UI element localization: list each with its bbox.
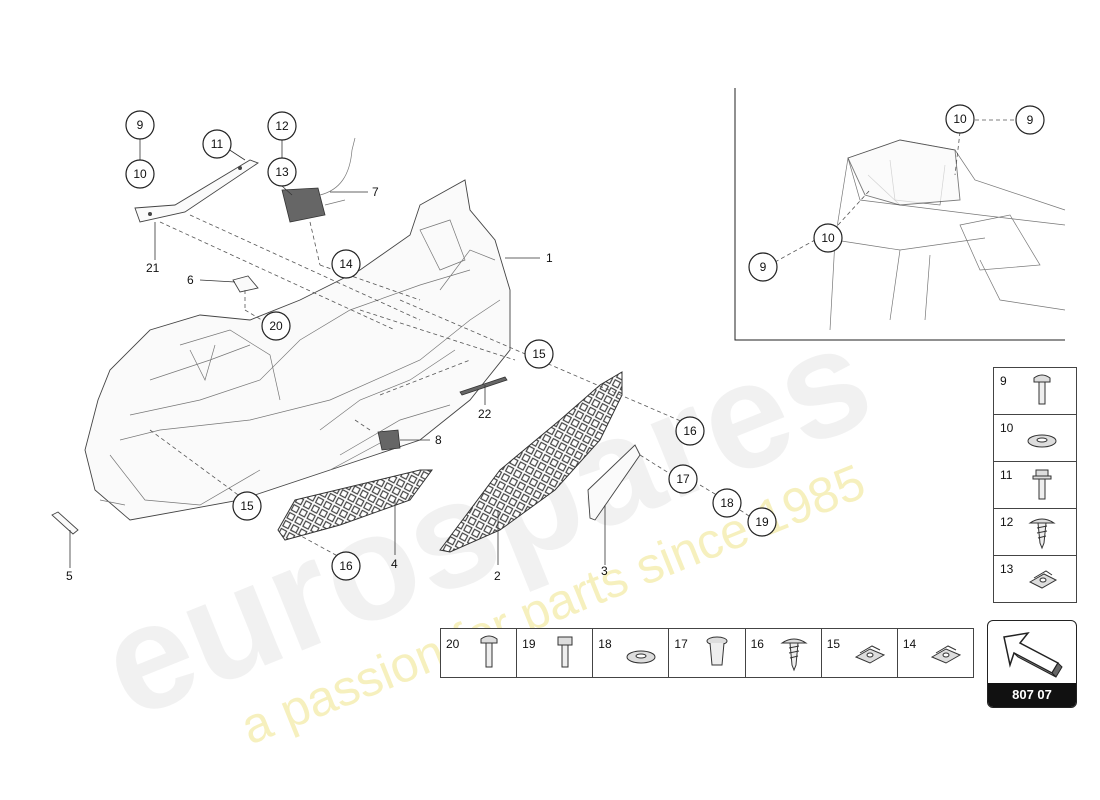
part-labels: 1 2 3 4 5 6 7 8 21 22: [66, 185, 608, 583]
grille-part-2: [439, 371, 623, 553]
label-7: 7: [372, 185, 379, 199]
bracket-part-21: [134, 159, 259, 223]
bracket-part-6: [232, 275, 259, 293]
callout-15-left: 15: [232, 491, 262, 521]
callout-group: 9 10 11 12 13 14 20 15 16 17 18 19 15 16…: [125, 104, 1045, 581]
self-tapping-screw-icon: [779, 638, 808, 672]
label-5: 5: [66, 569, 73, 583]
svg-text:15: 15: [240, 499, 254, 513]
svg-text:10: 10: [133, 167, 147, 181]
fastener-legend-horizontal: 20 19 18 17 16 15 14: [440, 628, 974, 678]
legend-item-20: 20: [441, 629, 518, 677]
label-3: 3: [601, 564, 608, 578]
bolt-icon: [480, 635, 498, 668]
plate-part-3: [587, 444, 641, 521]
bolt-icon: [1033, 374, 1051, 405]
callout-16-right: 16: [675, 416, 705, 446]
svg-text:11: 11: [211, 137, 224, 151]
diagram-code: 807 07: [988, 683, 1076, 707]
svg-text:14: 14: [339, 257, 353, 271]
svg-text:16: 16: [683, 424, 697, 438]
svg-text:9: 9: [760, 260, 767, 274]
legend-item-15: 15: [822, 629, 898, 677]
rear-bumper: [84, 179, 511, 521]
spacer-bush-icon: [706, 636, 728, 666]
trim-part-22: [459, 376, 508, 396]
label-2: 2: [494, 569, 501, 583]
callout-9-top: 9: [125, 110, 155, 140]
legend-item-10: 10: [994, 415, 1076, 462]
legend-item-9: 9: [994, 368, 1076, 415]
svg-text:18: 18: [720, 496, 734, 510]
clip-nut-icon: [854, 645, 885, 664]
callout-11: 11: [202, 129, 232, 159]
clip-nut-icon: [1028, 570, 1058, 589]
legend-item-12: 12: [994, 509, 1076, 556]
callout-9-inset-mid: 9: [748, 252, 778, 282]
svg-text:17: 17: [676, 472, 690, 486]
flange-bolt-icon: [1032, 469, 1052, 500]
svg-text:19: 19: [755, 515, 769, 529]
callout-10-inset-mid: 10: [813, 223, 843, 253]
module-part-7: [281, 137, 356, 223]
legend-item-14: 14: [898, 629, 973, 677]
callout-15-right: 15: [524, 339, 554, 369]
callout-14: 14: [331, 249, 361, 279]
inset-detail: [734, 88, 1066, 341]
arrow-icon: [1003, 631, 1063, 678]
callout-12: 12: [267, 111, 297, 141]
callout-17: 17: [668, 464, 698, 494]
svg-text:10: 10: [821, 231, 835, 245]
callout-16-left: 16: [331, 551, 361, 581]
svg-text:15: 15: [532, 347, 546, 361]
clip-nut-icon: [930, 645, 961, 664]
svg-text:13: 13: [275, 165, 289, 179]
washer-icon: [1027, 434, 1057, 448]
callout-13: 13: [267, 157, 297, 187]
svg-text:10: 10: [953, 112, 967, 126]
sensor-part-8: [377, 429, 401, 451]
diagram-code-box: 807 07: [987, 620, 1077, 708]
callout-10-top: 10: [125, 159, 155, 189]
label-8: 8: [435, 433, 442, 447]
legend-item-17: 17: [669, 629, 746, 677]
trim-part-5: [51, 511, 79, 535]
callout-20: 20: [261, 311, 291, 341]
label-1: 1: [546, 251, 553, 265]
legend-item-19: 19: [517, 629, 594, 677]
label-4: 4: [391, 557, 398, 571]
legend-item-13: 13: [994, 556, 1076, 602]
callout-19: 19: [747, 507, 777, 537]
label-21: 21: [146, 261, 160, 275]
label-22: 22: [478, 407, 492, 421]
callout-9-inset-top: 9: [1015, 105, 1045, 135]
svg-text:9: 9: [137, 118, 144, 132]
bolt-icon: [557, 636, 573, 668]
callout-10-inset-top: 10: [945, 104, 975, 134]
legend-item-18: 18: [593, 629, 670, 677]
svg-text:12: 12: [275, 119, 289, 133]
svg-text:16: 16: [339, 559, 353, 573]
fastener-legend-vertical: 9 10 11 12 13: [993, 367, 1077, 603]
svg-text:20: 20: [269, 319, 283, 333]
callout-18: 18: [712, 488, 742, 518]
label-6: 6: [187, 273, 194, 287]
self-tapping-screw-icon: [1028, 518, 1056, 550]
legend-item-16: 16: [746, 629, 822, 677]
grille-part-4: [277, 469, 433, 541]
washer-icon: [626, 650, 656, 664]
svg-text:9: 9: [1027, 113, 1034, 127]
legend-item-11: 11: [994, 462, 1076, 509]
